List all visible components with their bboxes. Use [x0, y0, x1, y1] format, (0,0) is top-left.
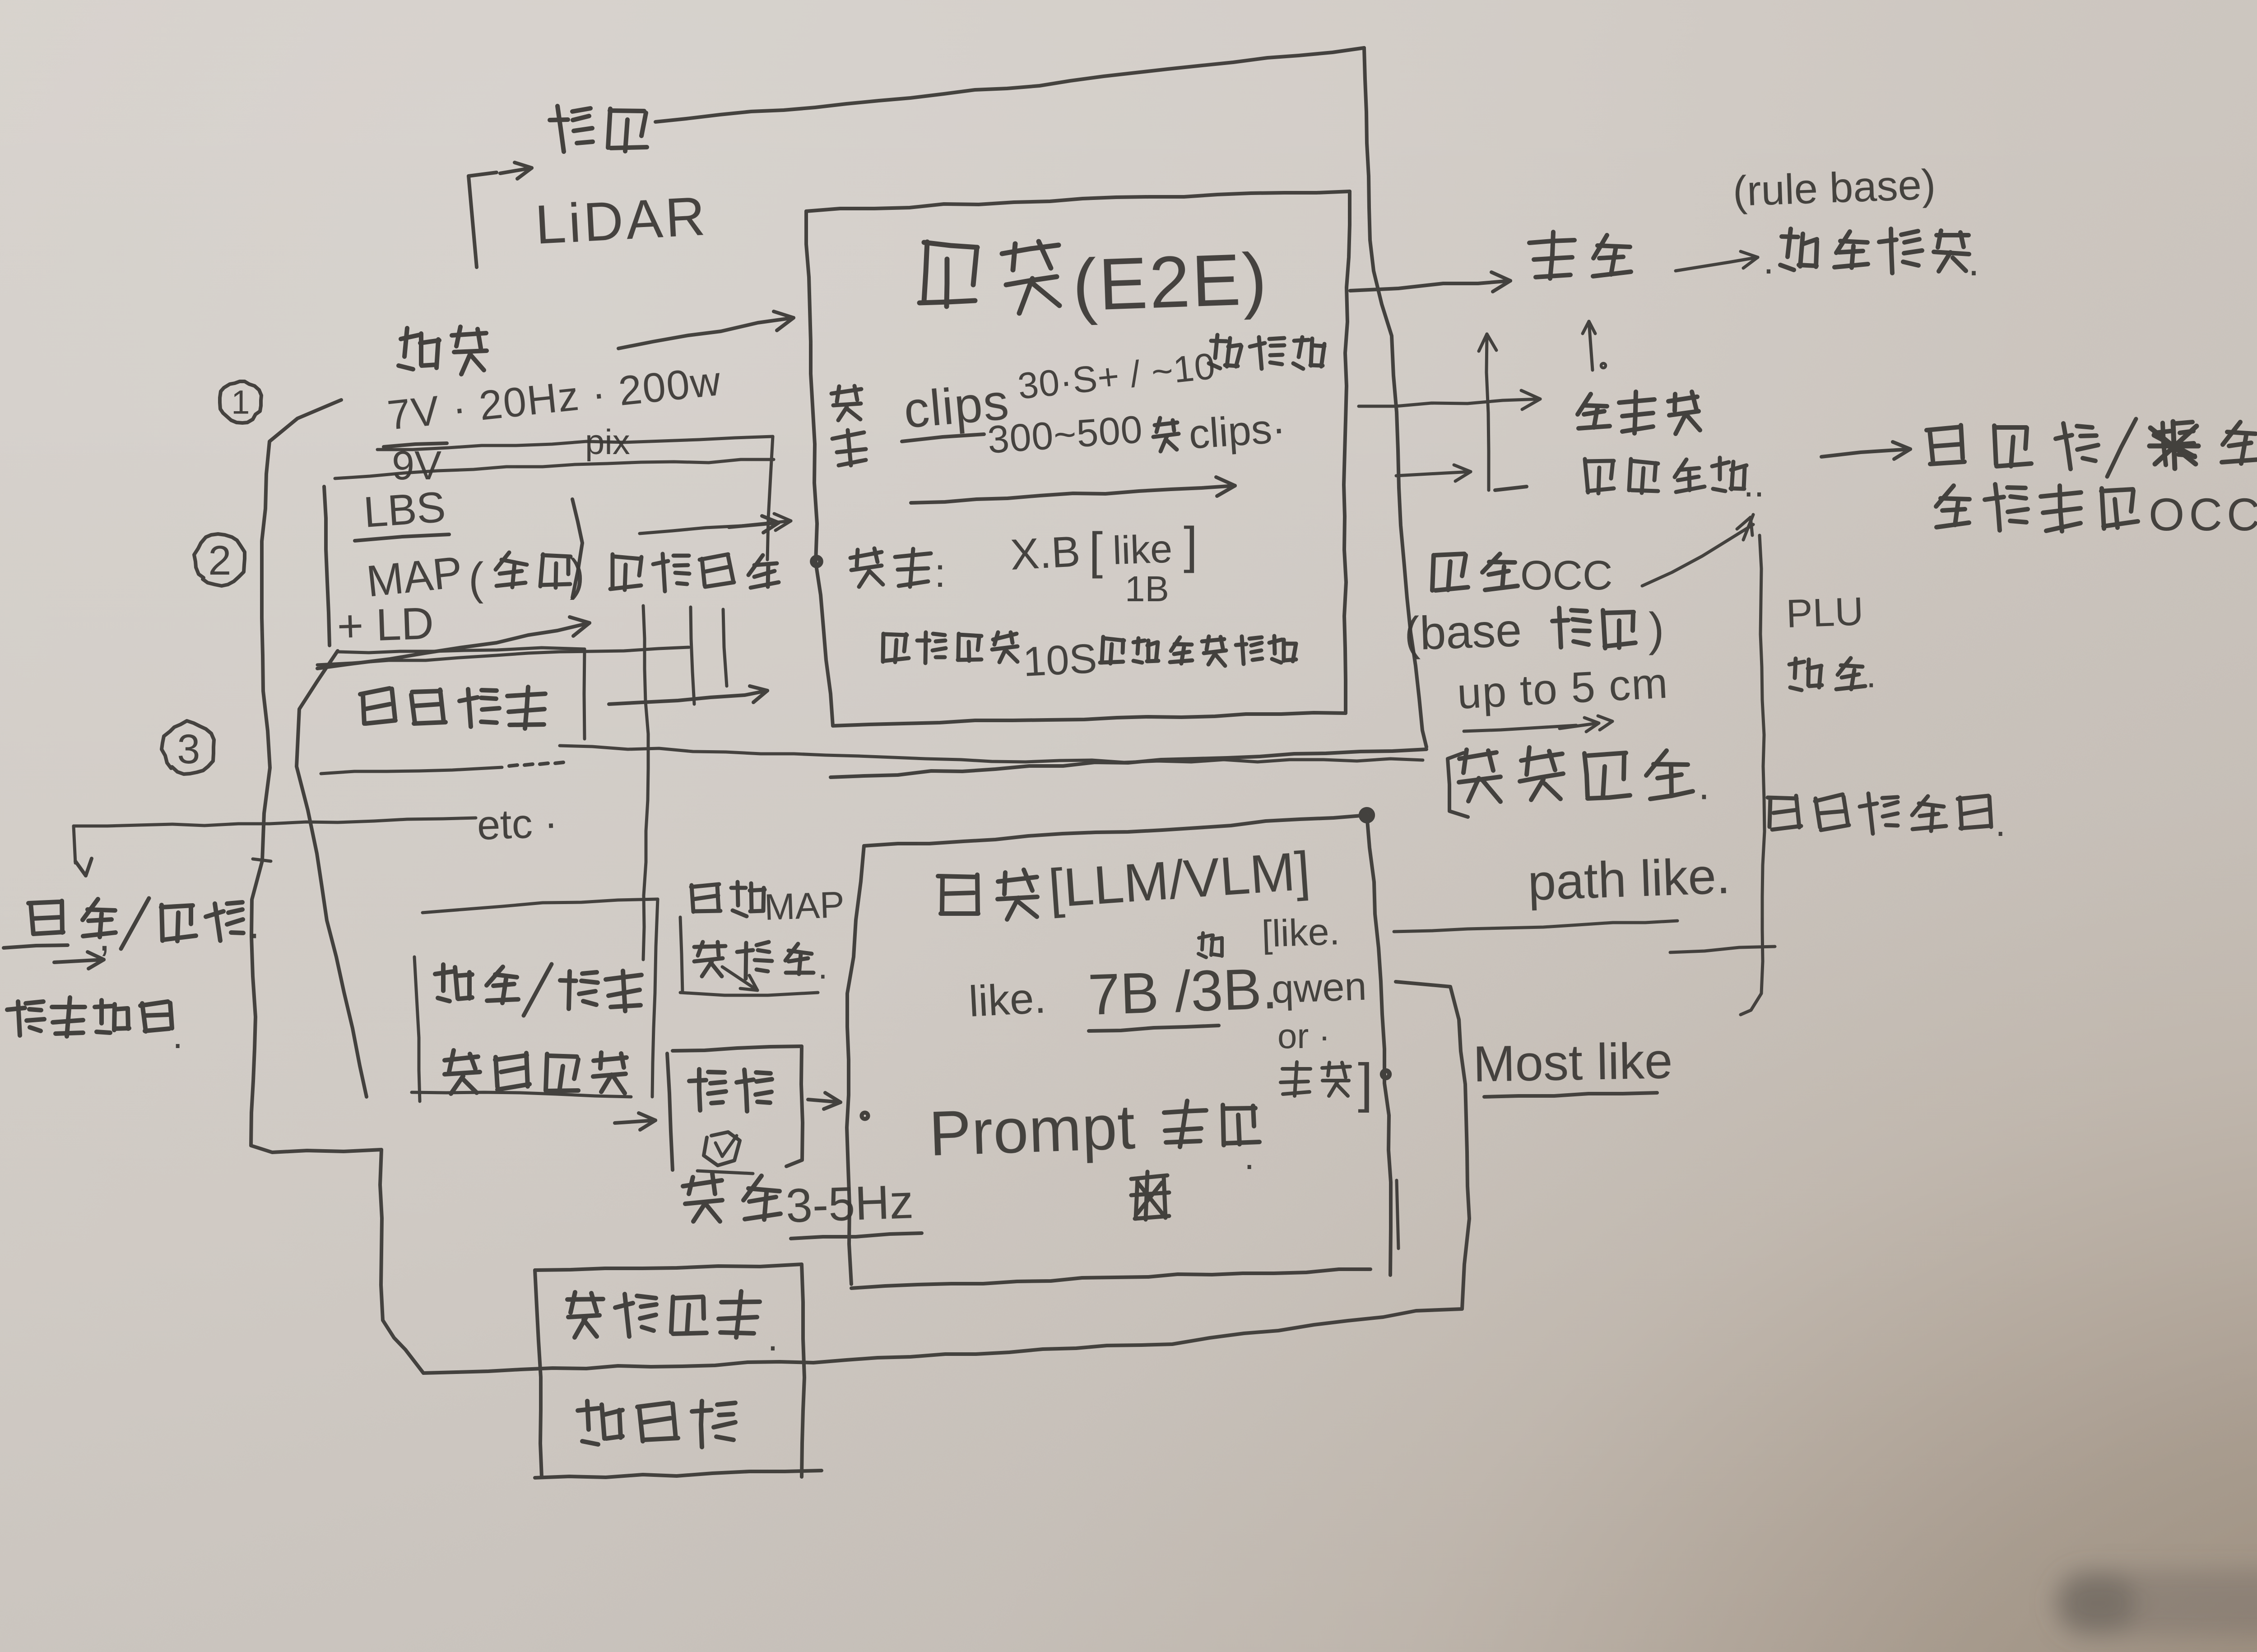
svg-text:10S: 10S	[1022, 636, 1098, 685]
svg-text:.: .	[767, 1316, 778, 1359]
svg-text:path like.: path like.	[1527, 847, 1731, 911]
svg-text:..: ..	[1743, 462, 1765, 505]
svg-text::: :	[934, 551, 946, 596]
svg-text:.: .	[172, 1014, 183, 1056]
svg-text:OCC: OCC	[1520, 552, 1612, 599]
svg-text:.: .	[818, 947, 828, 986]
svg-text:(rule base): (rule base)	[1732, 160, 1937, 215]
svg-text:·: ·	[1697, 772, 1711, 817]
svg-text:.: .	[1763, 239, 1774, 282]
svg-text:OCC: OCC	[2149, 489, 2257, 540]
svg-text:·: ·	[1865, 663, 1877, 703]
svg-text:qwen: qwen	[1271, 964, 1367, 1012]
svg-text:,: ,	[98, 912, 111, 960]
svg-text:clips·: clips·	[1187, 405, 1287, 458]
svg-text:.: .	[1995, 802, 2006, 844]
svg-text:(: (	[469, 553, 483, 604]
svg-text:3-5Hz: 3-5Hz	[785, 1175, 915, 1233]
svg-text:1B: 1B	[1125, 569, 1169, 609]
svg-text:like: like	[1112, 526, 1173, 573]
svg-text:Most like: Most like	[1472, 1032, 1673, 1092]
svg-text:LBS: LBS	[362, 483, 447, 537]
svg-text:): )	[1649, 603, 1664, 656]
svg-text:300~500: 300~500	[986, 408, 1144, 462]
svg-text:MAP: MAP	[364, 547, 465, 606]
svg-text:up to 5 cm: up to 5 cm	[1456, 659, 1669, 718]
svg-text:[like.: [like.	[1261, 910, 1340, 955]
svg-text:7B /3B.: 7B /3B.	[1087, 956, 1279, 1027]
svg-text:3: 3	[177, 726, 200, 772]
svg-text:): )	[570, 550, 585, 600]
svg-text:2: 2	[208, 538, 231, 584]
svg-text:+ LD: + LD	[336, 598, 435, 652]
svg-text:(E2E): (E2E)	[1071, 238, 1270, 326]
svg-text:1: 1	[231, 384, 250, 421]
svg-text:clips: clips	[901, 373, 1012, 439]
svg-text:]: ]	[1184, 517, 1198, 573]
svg-text:·: ·	[247, 911, 261, 956]
svg-text:[: [	[1089, 522, 1103, 579]
svg-text:LiDAR: LiDAR	[534, 185, 709, 255]
svg-text:9V: 9V	[392, 443, 441, 488]
svg-text:X.B: X.B	[1009, 527, 1081, 579]
svg-text:pix: pix	[585, 422, 630, 462]
svg-text:etc ·: etc ·	[476, 800, 558, 849]
svg-text:Prompt: Prompt	[928, 1091, 1137, 1169]
svg-text:(base: (base	[1403, 604, 1523, 660]
svg-text:]: ]	[1358, 1053, 1373, 1113]
svg-text:or ·: or ·	[1277, 1016, 1330, 1056]
svg-text:MAP: MAP	[763, 884, 845, 928]
svg-text:PLU: PLU	[1785, 589, 1864, 636]
svg-text:.: .	[1968, 239, 1979, 284]
svg-text:like.: like.	[967, 974, 1047, 1026]
svg-text:.: .	[1244, 1135, 1254, 1177]
